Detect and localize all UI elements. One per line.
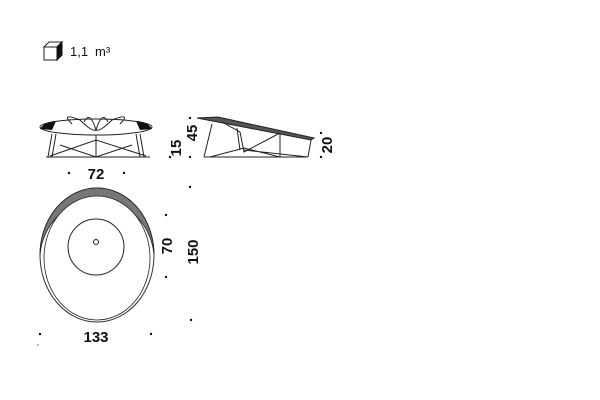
volume-value: 1,1 bbox=[70, 44, 88, 59]
dimension-150: 150 bbox=[185, 239, 202, 264]
cube-icon bbox=[42, 40, 64, 62]
dimension-70: 70 bbox=[159, 238, 176, 255]
dimension-72: 72 bbox=[88, 166, 105, 183]
dimension-133: 133 bbox=[83, 329, 108, 346]
volume-unit: m³ bbox=[95, 44, 111, 59]
front-view bbox=[39, 116, 153, 158]
dimension-20: 20 bbox=[319, 137, 336, 154]
dimension-45: 45 bbox=[184, 125, 201, 142]
dimension-15: 15 bbox=[168, 140, 185, 157]
side-view bbox=[196, 116, 316, 158]
top-view bbox=[39, 187, 155, 323]
